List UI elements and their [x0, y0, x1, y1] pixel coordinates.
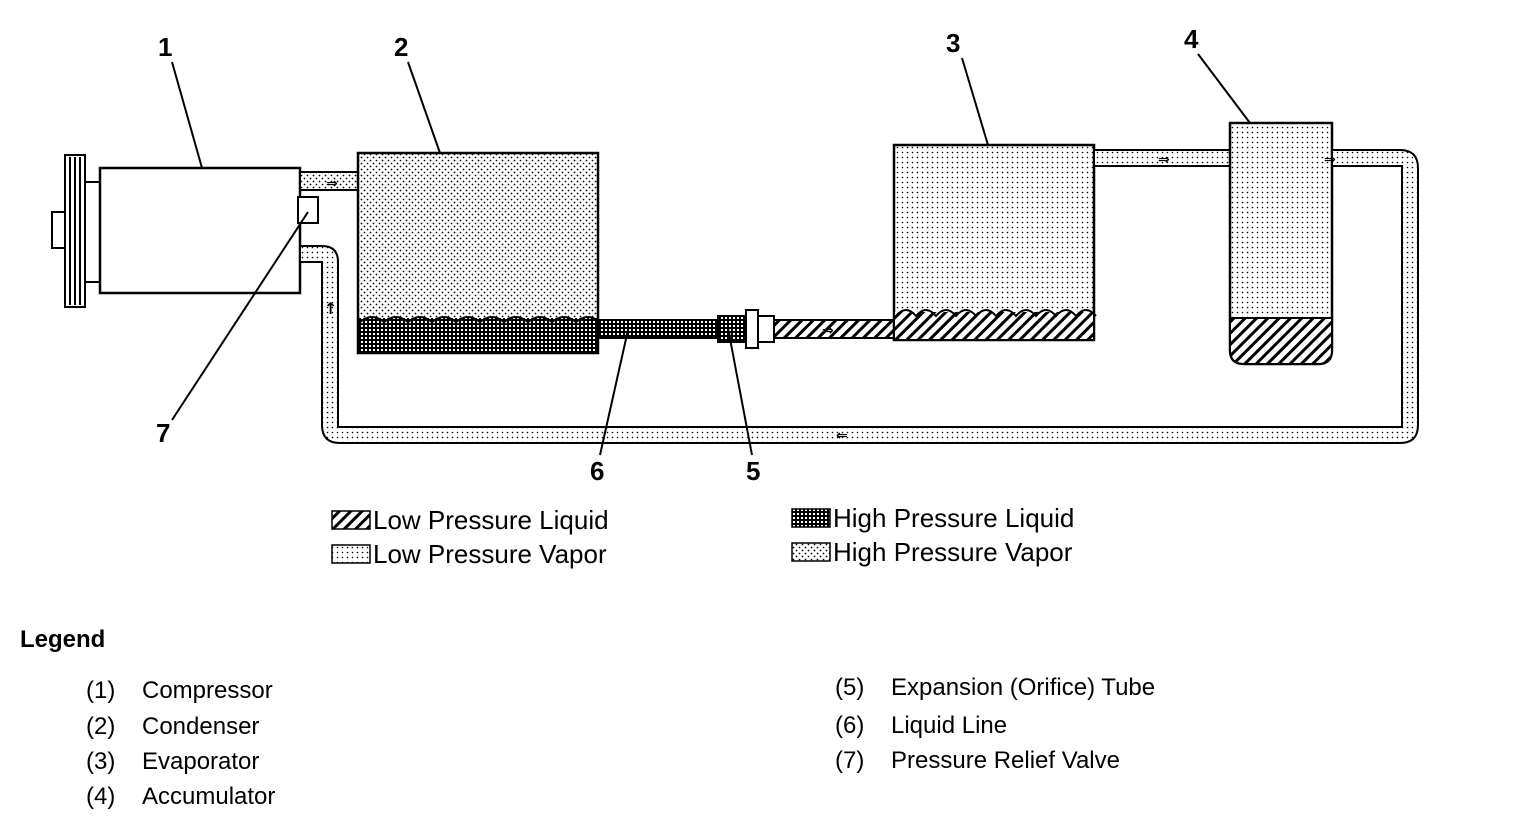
low-pressure-vapor-label: Low Pressure Vapor — [373, 539, 607, 569]
callout-6: 6 — [590, 456, 604, 486]
flow-arrow: ↑ — [324, 299, 337, 318]
callout-3: 3 — [946, 28, 960, 58]
evaporator — [892, 143, 1097, 342]
legend-item-number: (5) — [835, 674, 865, 701]
leader-line-4 — [1197, 53, 1251, 124]
legend-item-number: (4) — [86, 783, 116, 810]
legend-title: Legend — [20, 626, 106, 653]
leader-line-7 — [171, 211, 309, 421]
legend-item-label: Condenser — [142, 713, 260, 740]
pattern-key: Low Pressure Liquid Low Pressure Vapor H… — [331, 503, 1074, 569]
compressor-pulley — [51, 154, 102, 308]
leader-line-5 — [727, 327, 753, 456]
accumulator — [1228, 121, 1334, 366]
flow-arrow: ⇒ — [326, 176, 338, 192]
high-pressure-liquid-swatch — [791, 508, 831, 528]
condenser — [356, 151, 601, 355]
legend-item: (4) Accumulator — [86, 783, 275, 811]
high-pressure-liquid-label: High Pressure Liquid — [833, 503, 1074, 533]
callout-5: 5 — [746, 456, 760, 486]
callout-7: 7 — [156, 418, 170, 448]
liquid-line — [597, 319, 721, 339]
legend-item: (2) Condenser — [86, 713, 259, 741]
legend-item-number: (7) — [835, 747, 865, 774]
legend-item: (7) Pressure Relief Valve — [835, 747, 1120, 775]
compressor — [98, 166, 302, 295]
legend-item-label: Accumulator — [142, 783, 276, 810]
leader-line-3 — [961, 57, 989, 146]
legend-item-number: (6) — [835, 712, 865, 739]
high-pressure-vapor-swatch — [791, 542, 831, 562]
legend-item-label: Expansion (Orifice) Tube — [891, 674, 1156, 701]
flow-arrow: ⇐ — [836, 428, 848, 444]
legend-item-label: Pressure Relief Valve — [891, 747, 1120, 774]
legend-item-label: Evaporator — [142, 748, 260, 775]
legend-item: (5) Expansion (Orifice) Tube — [835, 674, 1155, 702]
legend-item-number: (2) — [86, 713, 116, 740]
expansion-orifice-tube — [717, 309, 775, 349]
legend-item-number: (3) — [86, 748, 116, 775]
callout-4: 4 — [1184, 24, 1199, 54]
flow-arrow: ⇒ — [1158, 152, 1170, 168]
callout-2: 2 — [394, 32, 408, 62]
low-pressure-liquid-swatch — [331, 510, 371, 530]
low-pressure-vapor-swatch — [331, 544, 371, 564]
legend-item: (3) Evaporator — [86, 748, 259, 776]
flow-arrow: ⇒ — [822, 323, 834, 339]
leader-line-2 — [407, 61, 441, 154]
low-pressure-liquid-label: Low Pressure Liquid — [373, 505, 609, 535]
leader-line-1 — [171, 61, 203, 169]
high-pressure-vapor-label: High Pressure Vapor — [833, 537, 1073, 567]
legend-item-label: Liquid Line — [891, 712, 1008, 739]
suction-line — [299, 149, 1419, 444]
callout-1: 1 — [158, 32, 172, 62]
evaporator-inlet-line — [773, 319, 897, 339]
leader-line-6 — [599, 329, 629, 456]
pressure-relief-valve — [297, 196, 319, 224]
ac-system-diagram: ⇒ ⇒ ⇒ ⇒ ⇐ ↑ — [51, 24, 1419, 569]
legend-item: (6) Liquid Line — [835, 712, 1007, 740]
flow-arrow: ⇒ — [1324, 152, 1336, 168]
legend-item-label: Compressor — [142, 677, 273, 704]
legend-item: (1) Compressor — [86, 677, 273, 705]
legend-item-number: (1) — [86, 677, 116, 704]
